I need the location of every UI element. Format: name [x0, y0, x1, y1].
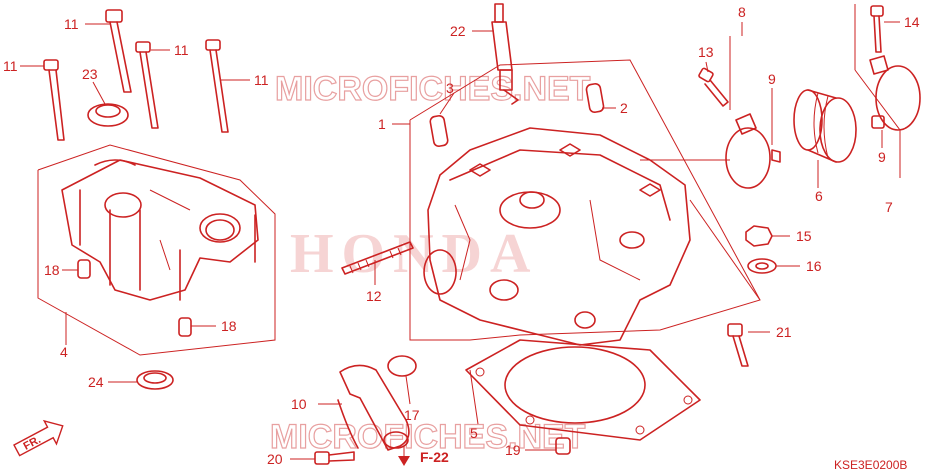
- callout-11: 11: [174, 42, 189, 58]
- callout-5: 5: [470, 425, 478, 441]
- callout-16: 16: [806, 258, 822, 274]
- frame-reference-label: F-22: [420, 449, 449, 465]
- callout-17: 17: [404, 407, 420, 423]
- callout-15: 15: [796, 228, 812, 244]
- callout-labels: 11 11 11 11 23 18 18 4 24 1 22 3 2 12 10…: [3, 4, 920, 467]
- nut-15: [745, 225, 773, 247]
- callout-12: 12: [366, 288, 382, 304]
- callout-18: 18: [221, 318, 237, 334]
- callout-11: 11: [254, 72, 269, 88]
- callout-10: 10: [291, 396, 307, 412]
- o-ring-24: [136, 370, 174, 390]
- clamp-8: [725, 113, 781, 189]
- callout-9: 9: [878, 149, 886, 165]
- callout-2: 2: [620, 100, 628, 116]
- o-ring-17: [387, 355, 417, 377]
- bolt-21: [727, 323, 749, 367]
- leader-lines: [20, 21, 900, 460]
- callout-11: 11: [3, 58, 18, 74]
- dowel-pin-18b: [178, 317, 192, 337]
- callout-11: 11: [64, 16, 79, 32]
- callout-18: 18: [44, 262, 60, 278]
- plug-3: [429, 115, 449, 147]
- stud-bolt-12: [341, 241, 414, 275]
- callout-23: 23: [82, 66, 98, 82]
- washer-16: [747, 258, 777, 274]
- dowel-pin-18a: [77, 259, 91, 279]
- callout-22: 22: [450, 23, 466, 39]
- callout-20: 20: [267, 451, 283, 467]
- band-7: [869, 55, 921, 131]
- dowel-pin-19: [555, 437, 571, 455]
- callout-4: 4: [60, 344, 68, 360]
- screw-13: [698, 67, 729, 107]
- callout-7: 7: [885, 199, 893, 215]
- head-gasket-5: [465, 339, 701, 441]
- callout-9: 9: [768, 71, 776, 87]
- plug-2: [585, 82, 605, 114]
- frame-reference: F-22: [398, 446, 449, 466]
- front-direction-arrow: FR.: [13, 419, 64, 457]
- callout-24: 24: [88, 374, 104, 390]
- water-pipe-10: [337, 364, 410, 451]
- callout-19: 19: [505, 442, 521, 458]
- callout-6: 6: [815, 188, 823, 204]
- callout-3: 3: [446, 80, 454, 96]
- screw-14: [870, 5, 884, 53]
- cylinder-head-group: [409, 59, 761, 346]
- seal-23: [87, 103, 129, 127]
- callout-8: 8: [738, 4, 746, 20]
- callout-14: 14: [904, 14, 920, 30]
- camshaft-holder-group: [37, 144, 276, 356]
- callout-21: 21: [776, 324, 792, 340]
- honda-watermark: HONDA: [290, 223, 538, 285]
- bolt-20: [314, 451, 355, 465]
- site-watermark-top: MICROFICHES.NET: [275, 70, 591, 108]
- callout-13: 13: [698, 44, 714, 60]
- diagram-code: KSE3E0200B: [834, 458, 907, 472]
- insulator-6: [793, 89, 857, 163]
- spark-plug-22: [491, 3, 519, 105]
- callout-1: 1: [378, 116, 386, 132]
- bolt-11-set: [43, 9, 229, 141]
